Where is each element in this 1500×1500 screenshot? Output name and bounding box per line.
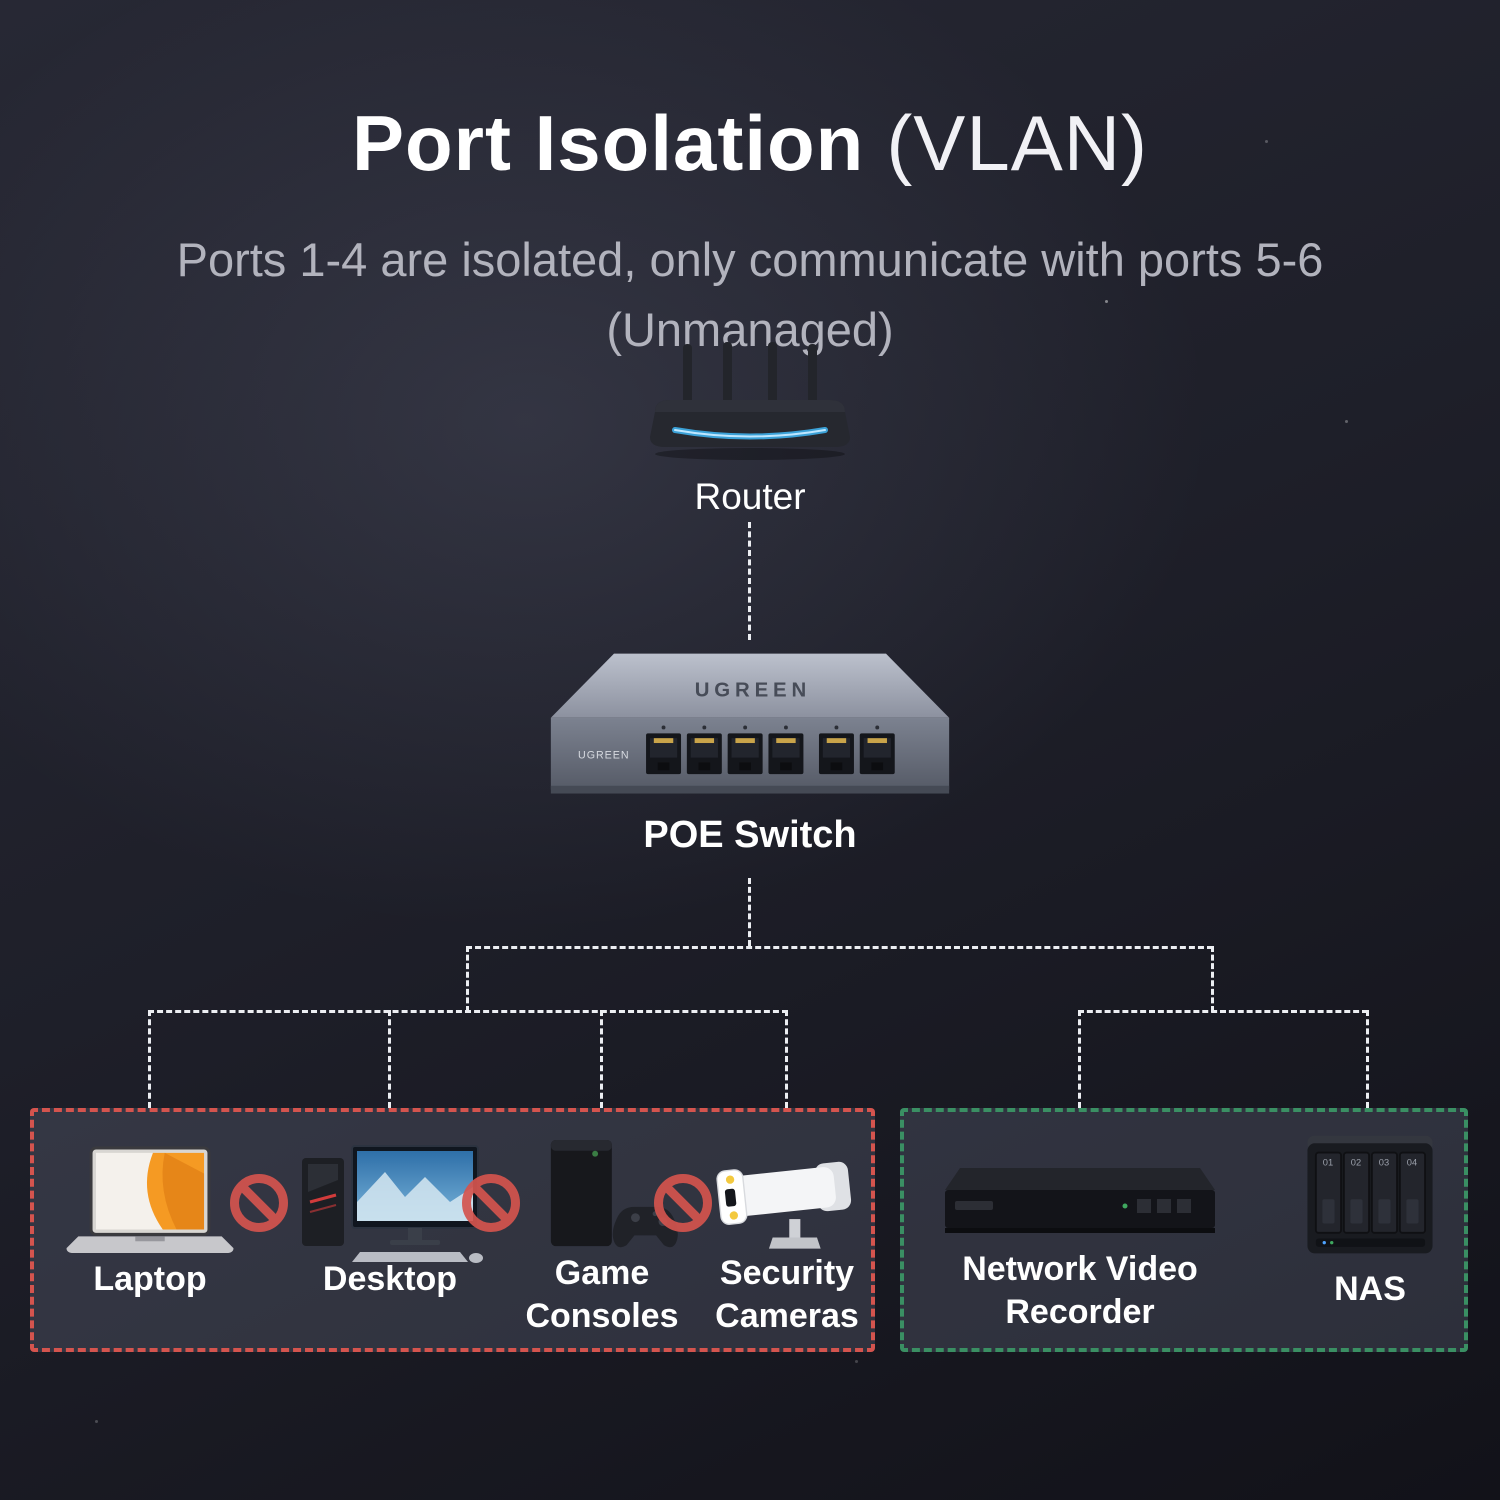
poe-switch-icon: UGREEN UGREEN [550,653,950,794]
connector-drop-cameras [785,1010,788,1108]
title-vlan-suffix: (VLAN) [886,99,1149,187]
connector-right-horizontal [1078,1010,1368,1013]
page-title: Port Isolation(VLAN) [0,98,1500,189]
nvr-icon [945,1168,1215,1233]
game-consoles-icon [550,1139,678,1248]
desktop-label: Desktop [322,1260,458,1298]
nas-drive-bays: 01 02 03 04 [1314,1151,1426,1234]
connector-drop-consoles [600,1010,603,1108]
connector-left-horizontal [148,1010,788,1013]
nas-bay-label-3: 03 [1379,1158,1389,1168]
router-label: Router [694,476,806,517]
connector-left-stem [466,946,469,1012]
connector-drop-laptop [148,1010,151,1108]
connector-switch-stem [748,878,751,946]
prohibited-icon-1 [230,1174,288,1232]
desktop-icon [302,1145,483,1263]
security-cameras-icon [716,1161,852,1249]
connector-drop-nas [1366,1010,1369,1108]
nvr-label: Network Video Recorder [962,1250,1198,1331]
title-main: Port Isolation [351,99,865,187]
prohibited-icon-3 [654,1174,712,1232]
connector-right-stem [1211,946,1214,1012]
background-star-dots [1105,300,1108,303]
prohibited-icon-2 [462,1174,520,1232]
router-icon [650,342,850,460]
subtitle-line-2: (Unmanaged) [606,303,894,356]
nas-bay-label-1: 01 [1323,1158,1333,1168]
poe-switch-label: POE Switch [643,814,857,856]
nas-label: NAS [1334,1270,1406,1308]
subtitle-line-1: Ports 1-4 are isolated, only communicate… [176,233,1324,286]
laptop-icon [66,1146,234,1254]
nas-bay-label-2: 02 [1351,1158,1361,1168]
nas-icon: 01 02 03 04 [1307,1135,1433,1254]
switch-port-leds [661,725,880,730]
connector-top-horizontal [466,946,1213,949]
game-consoles-label: Game Consoles [525,1254,679,1335]
laptop-label: Laptop [93,1260,207,1298]
switch-brand-top-text: UGREEN [695,679,811,701]
switch-brand-front-text: UGREEN [578,750,630,762]
security-cameras-label: Security Cameras [715,1254,859,1335]
nas-bay-label-4: 04 [1407,1158,1417,1168]
connector-router-switch [748,522,751,640]
connector-drop-desktop [388,1010,391,1108]
connector-drop-nvr [1078,1010,1081,1108]
